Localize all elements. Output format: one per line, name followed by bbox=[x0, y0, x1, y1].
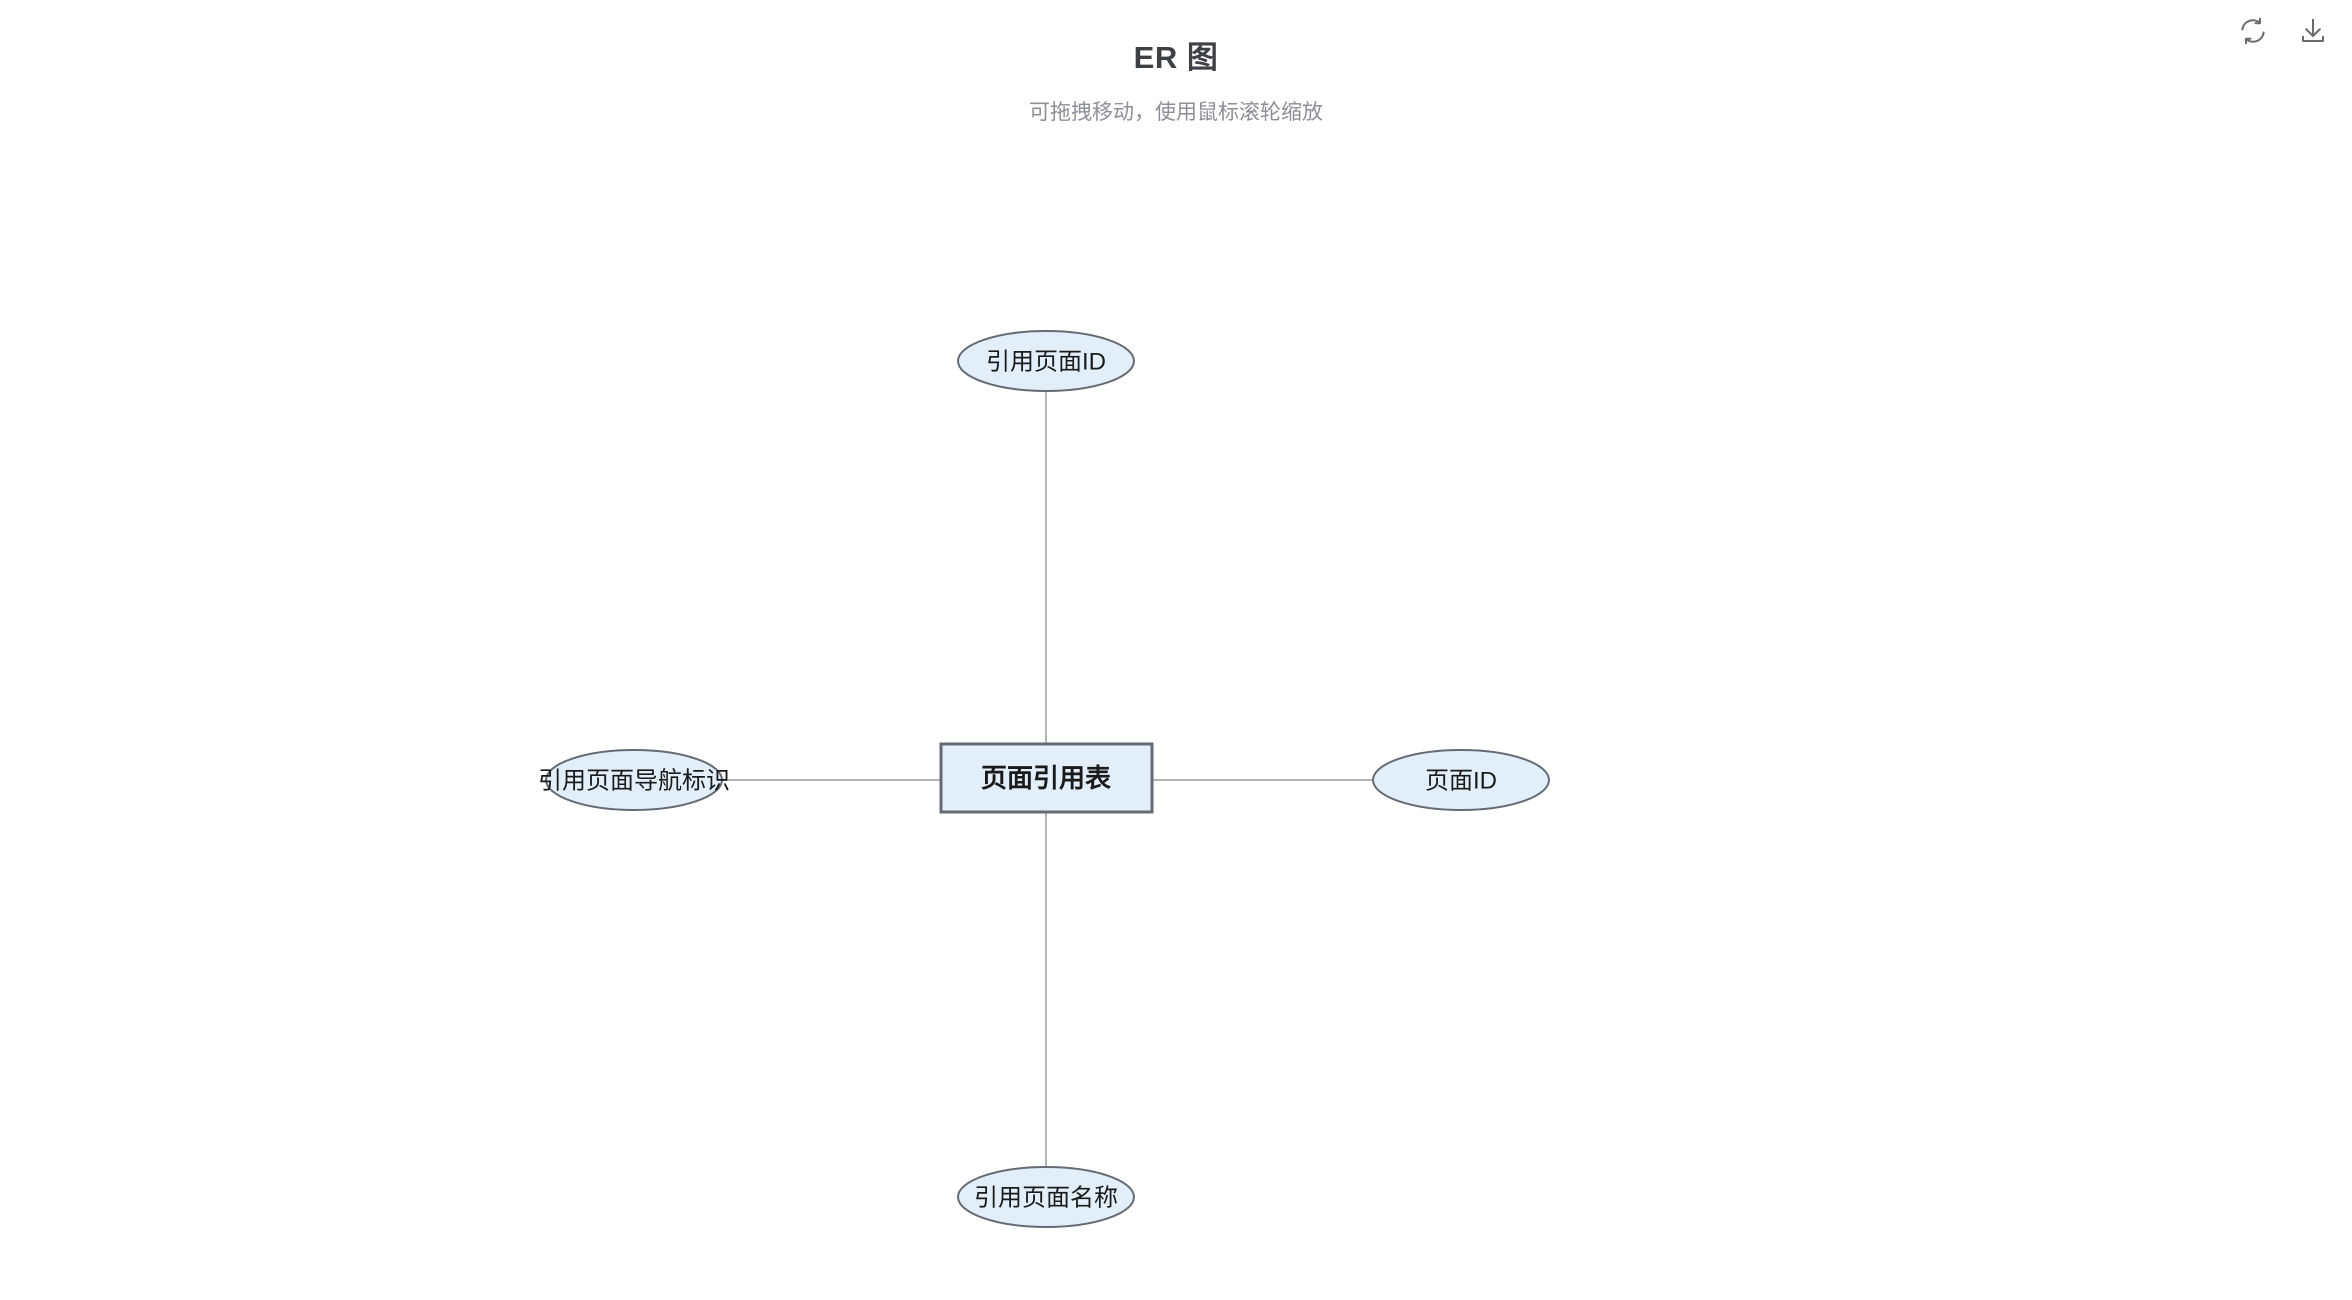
attribute-node-top[interactable]: 引用页面ID bbox=[957, 330, 1135, 392]
attribute-label-right: 页面ID bbox=[1425, 767, 1497, 794]
attribute-node-bottom[interactable]: 引用页面名称 bbox=[957, 1166, 1135, 1228]
entity-node[interactable]: 页面引用表 bbox=[939, 742, 1154, 814]
download-button[interactable] bbox=[2296, 14, 2330, 48]
download-icon bbox=[2298, 16, 2328, 46]
ellipse-shape[interactable] bbox=[1372, 749, 1550, 811]
attribute-label-left: 引用页面导航标识 bbox=[538, 767, 730, 794]
attribute-node-right[interactable]: 页面ID bbox=[1372, 749, 1550, 811]
entity-rect[interactable] bbox=[939, 742, 1154, 814]
reset-view-button[interactable] bbox=[2236, 14, 2270, 48]
ellipse-shape[interactable] bbox=[957, 1166, 1135, 1228]
edges-layer bbox=[722, 391, 1373, 1167]
entity-label: 页面引用表 bbox=[981, 763, 1112, 793]
er-diagram-svg[interactable]: 引用页面ID 引用页面导航标识 页面ID 引用页面名称 页面引用表 bbox=[0, 150, 2352, 1300]
attribute-label-top: 引用页面ID bbox=[986, 348, 1106, 375]
attribute-label-bottom: 引用页面名称 bbox=[974, 1184, 1118, 1211]
refresh-icon bbox=[2238, 16, 2268, 46]
page-title: ER 图 bbox=[1133, 40, 1219, 75]
ellipse-shape[interactable] bbox=[545, 749, 723, 811]
page-header: ER 图 可拖拽移动，使用鼠标滚轮缩放 bbox=[0, 0, 2352, 150]
toolbar bbox=[2236, 14, 2330, 48]
attribute-node-left[interactable]: 引用页面导航标识 bbox=[538, 749, 730, 811]
diagram-canvas[interactable]: 引用页面ID 引用页面导航标识 页面ID 引用页面名称 页面引用表 bbox=[0, 150, 2352, 1300]
page-subtitle: 可拖拽移动，使用鼠标滚轮缩放 bbox=[1029, 101, 1323, 124]
ellipse-shape[interactable] bbox=[957, 330, 1135, 392]
